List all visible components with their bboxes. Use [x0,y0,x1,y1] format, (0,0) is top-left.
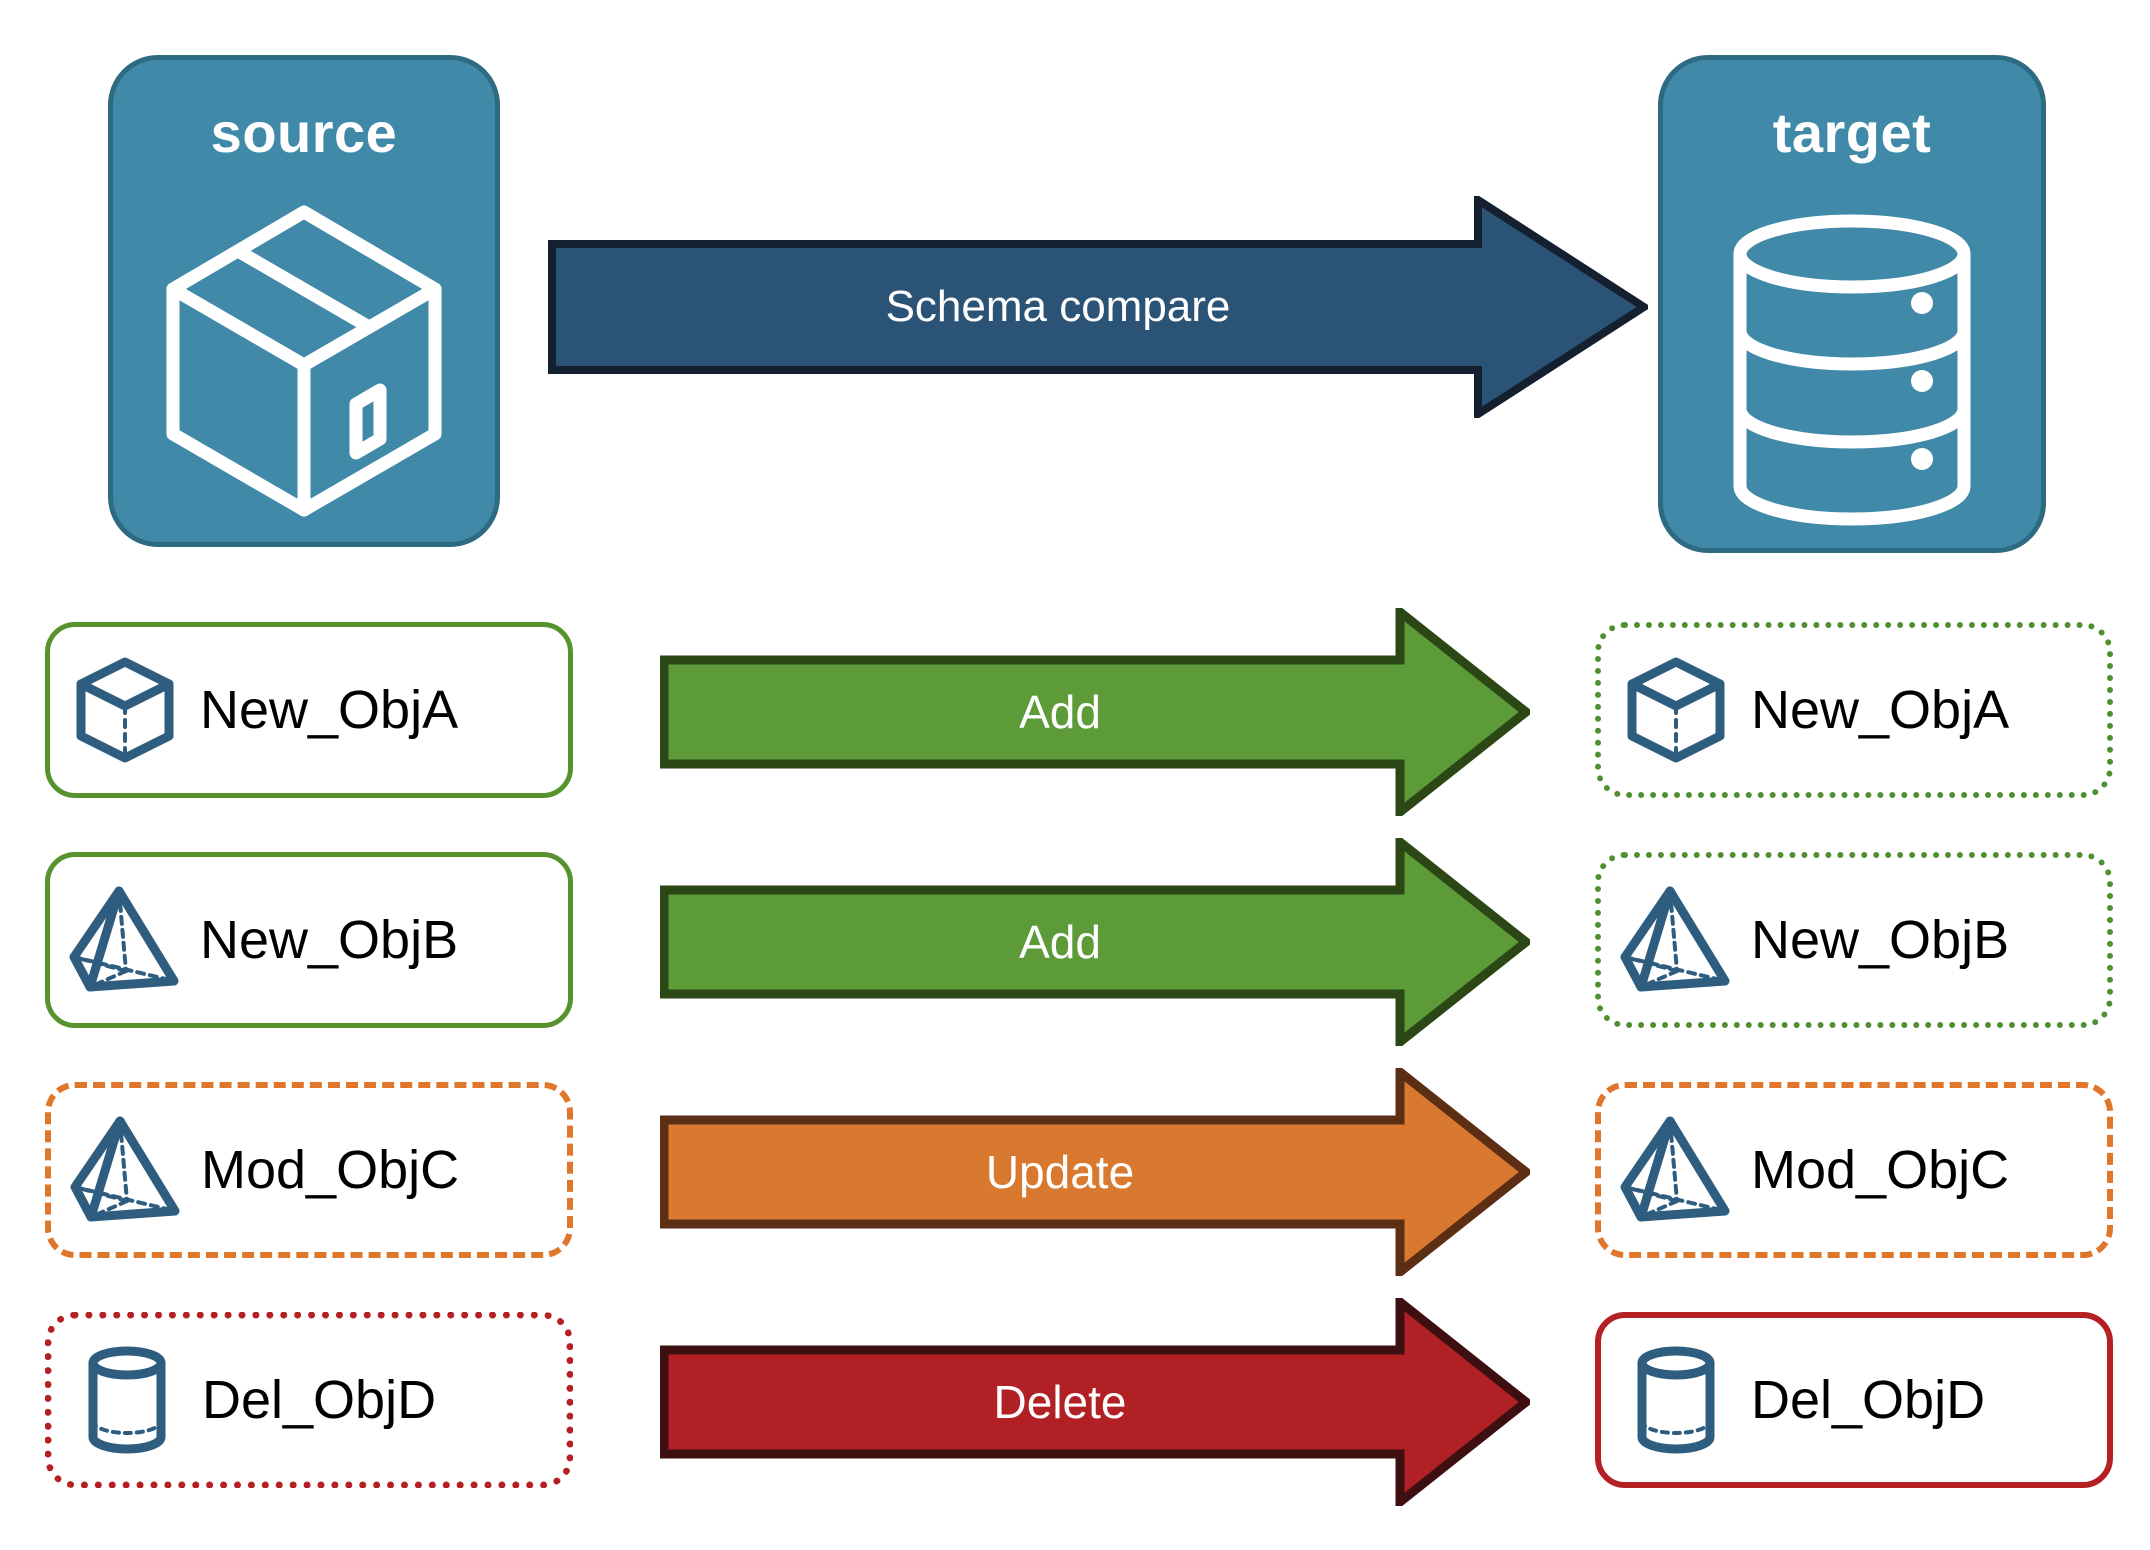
operation-arrow-add[interactable]: Add [659,602,1534,822]
operation-arrow-update[interactable]: Update [659,1062,1534,1282]
cylinder-wireframe-icon [1601,1345,1751,1455]
target-object-box[interactable]: New_ObjA [1595,622,2113,798]
source-title: source [210,101,398,164]
source-object-box[interactable]: New_ObjB [45,852,573,1028]
source-object-box[interactable]: Mod_ObjC [45,1082,573,1258]
table-row: Mod_ObjC Update Mod_ObjC [0,1062,2150,1282]
operation-arrow-add[interactable]: Add [659,832,1534,1052]
target-card[interactable]: target [1658,55,2046,553]
source-card[interactable]: source [108,55,500,547]
target-object-name: Mod_ObjC [1751,1140,2010,1200]
target-object-box[interactable]: New_ObjB [1595,852,2113,1028]
table-row: New_ObjA Add New_ObjA [0,602,2150,822]
pyramid-wireframe-icon [51,1115,201,1225]
schema-compare-arrow[interactable]: Schema compare [548,192,1652,422]
table-row: New_ObjB Add New_ObjB [0,832,2150,1052]
target-object-name: New_ObjB [1751,910,2010,970]
database-cylinder-icon [1663,210,2041,530]
source-object-box[interactable]: Del_ObjD [45,1312,573,1488]
cube-wireframe-icon [1601,654,1751,766]
target-object-box[interactable]: Mod_ObjC [1595,1082,2113,1258]
source-object-name: Del_ObjD [202,1370,437,1430]
source-object-name: Mod_ObjC [201,1140,460,1200]
operation-arrow-delete[interactable]: Delete [659,1292,1534,1512]
source-object-name: New_ObjA [200,680,459,740]
cube-wireframe-icon [50,654,200,766]
box-3d-icon [113,194,495,524]
source-object-box[interactable]: New_ObjA [45,622,573,798]
target-object-name: Del_ObjD [1751,1370,1986,1430]
target-title: target [1772,101,1932,164]
cylinder-wireframe-icon [52,1345,202,1455]
target-object-box[interactable]: Del_ObjD [1595,1312,2113,1488]
pyramid-wireframe-icon [1601,885,1751,995]
pyramid-wireframe-icon [50,885,200,995]
pyramid-wireframe-icon [1601,1115,1751,1225]
table-row: Del_ObjD Delete Del_ObjD [0,1292,2150,1512]
source-object-name: New_ObjB [200,910,459,970]
target-object-name: New_ObjA [1751,680,2010,740]
